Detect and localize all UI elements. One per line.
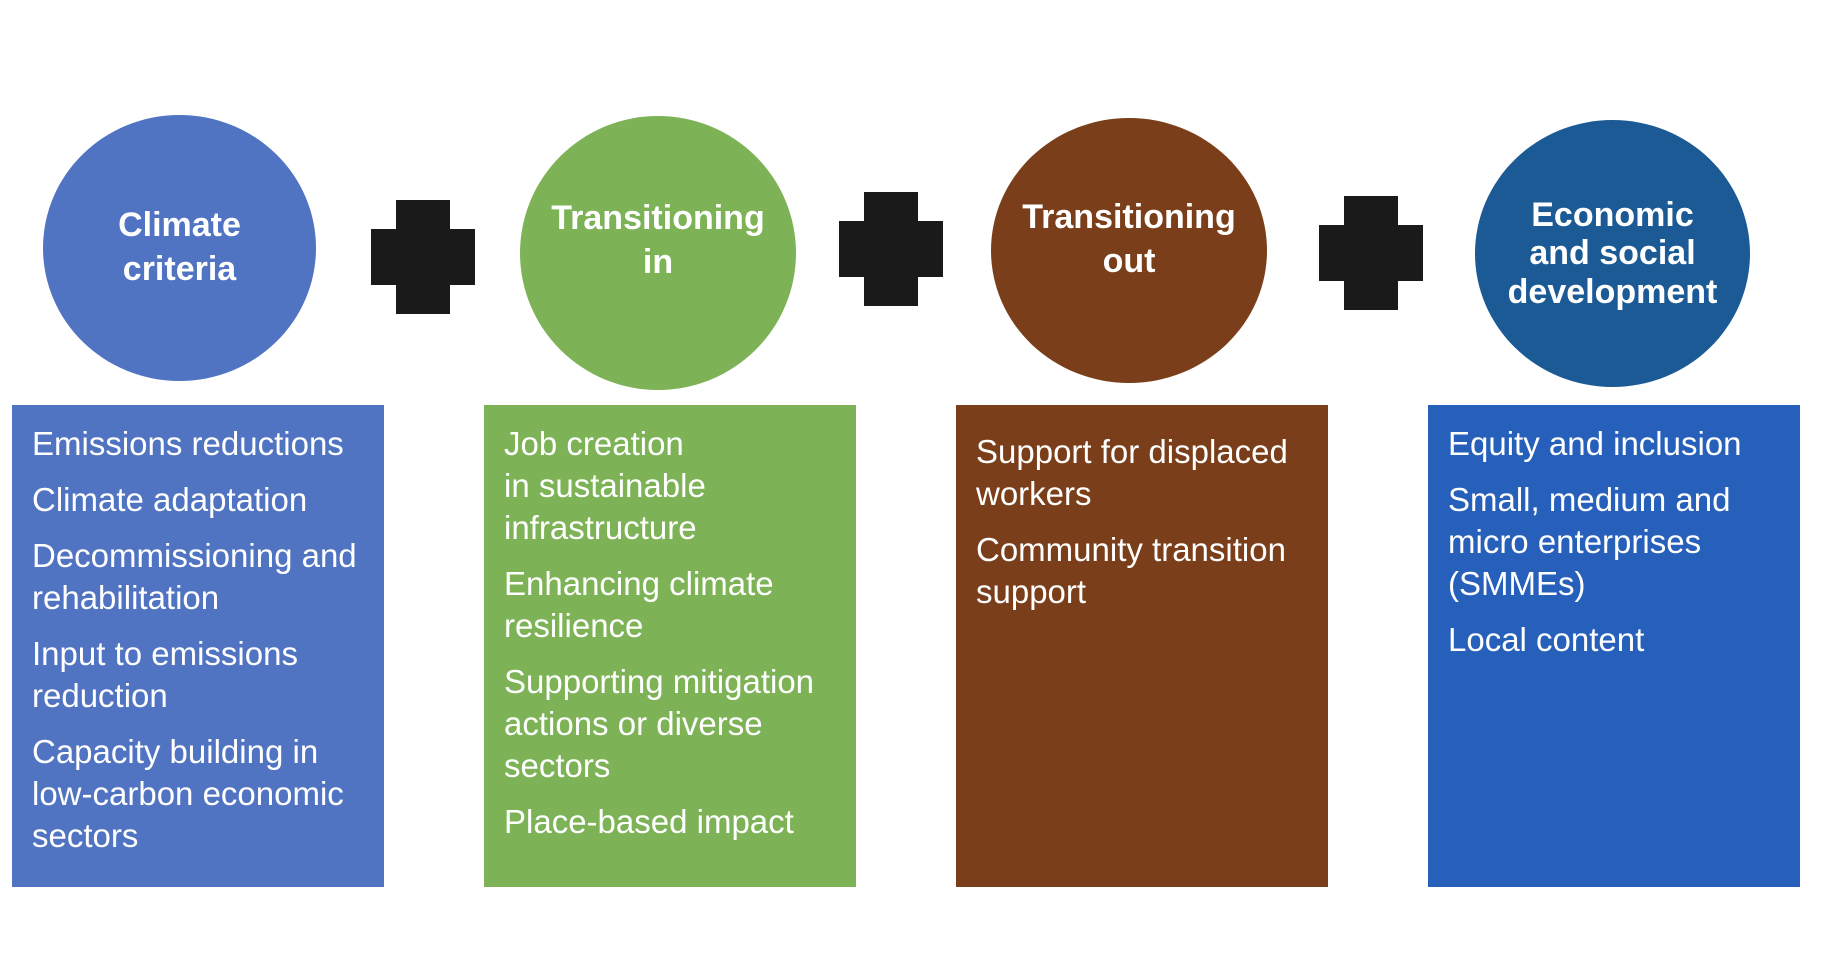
list-item: Job creation in sustainable infrastructu…	[504, 425, 706, 546]
circle-title-climate-criteria: Climate criteria	[118, 206, 241, 288]
plus-icon	[371, 200, 475, 314]
circle-economic-social-development: Economic and social development	[1475, 120, 1750, 387]
circle-climate-criteria: Climate criteria	[43, 115, 316, 381]
list-item: Decommissioning and rehabilitation	[32, 537, 357, 616]
plus-icon	[839, 192, 943, 306]
circle-transitioning-in: Transitioning in	[520, 116, 796, 390]
circle-transitioning-out: Transitioning out	[991, 118, 1267, 383]
list-item: Equity and inclusion	[1448, 425, 1742, 462]
list-item: Small, medium and micro enterprises (SMM…	[1448, 481, 1731, 602]
list-item: Emissions reductions	[32, 425, 344, 462]
list-item: Community transition support	[976, 531, 1286, 610]
list-item: Input to emissions reduction	[32, 635, 298, 714]
circle-title-transitioning-out: Transitioning out	[1022, 197, 1236, 280]
list-item: Support for displaced workers	[976, 433, 1288, 512]
circle-title-economic-social-development: Economic and social development	[1507, 196, 1718, 311]
list-item: Climate adaptation	[32, 481, 308, 518]
circle-title-transitioning-in: Transitioning in	[551, 199, 765, 281]
box-climate-criteria: Emissions reductions Climate adaptation …	[12, 405, 384, 887]
box-transitioning-in: Job creation in sustainable infrastructu…	[484, 405, 856, 887]
plus-icon	[1319, 196, 1423, 310]
box-economic-social-development: Equity and inclusion Small, medium and m…	[1428, 405, 1800, 887]
list-item: Supporting mitigation actions or diverse…	[504, 663, 815, 784]
list-item: Place-based impact	[504, 803, 794, 840]
list-item: Enhancing climate resilience	[504, 565, 774, 644]
list-item: Local content	[1448, 621, 1645, 658]
box-transitioning-out: Support for displaced workers Community …	[956, 405, 1328, 887]
list-item: Capacity building in low-carbon economic…	[32, 733, 344, 854]
